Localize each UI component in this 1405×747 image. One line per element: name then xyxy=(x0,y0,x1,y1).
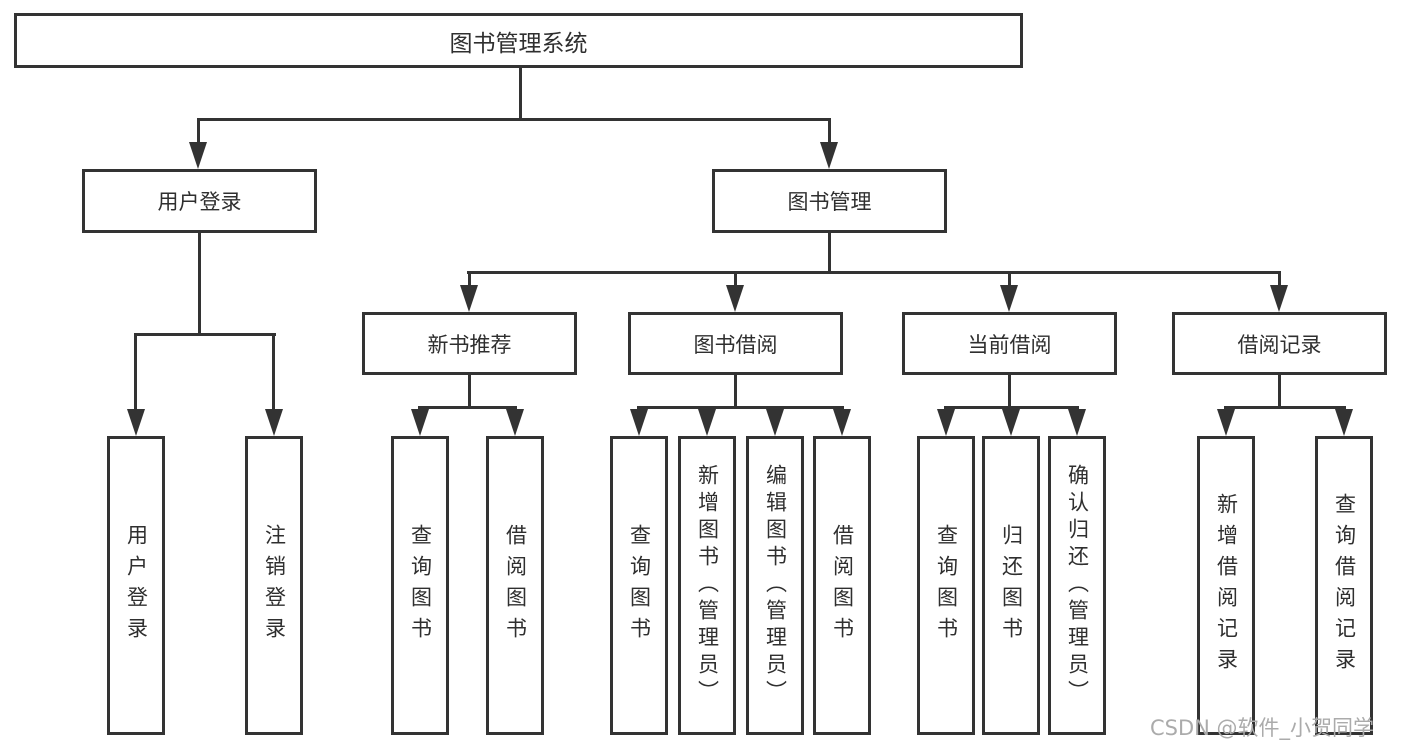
leaf-borrow-query-books-label: 查询图书 xyxy=(627,523,652,648)
leaf-recommend-query-books-label: 查询图书 xyxy=(408,523,433,648)
leaf-edit-books-admin: 编辑图书（管理员） xyxy=(746,436,804,735)
leaf-user-login: 用户登录 xyxy=(107,436,165,735)
connector-line xyxy=(468,271,471,287)
leaf-current-query-books: 查询图书 xyxy=(917,436,975,735)
connector-line xyxy=(828,118,831,146)
connector-line xyxy=(637,406,844,409)
arrow-down-icon xyxy=(726,285,744,312)
leaf-recommend-query-books: 查询图书 xyxy=(391,436,449,735)
leaf-logout-label: 注销登录 xyxy=(262,523,287,648)
leaf-return-books: 归还图书 xyxy=(982,436,1040,735)
node-new-book-recommend-label: 新书推荐 xyxy=(427,332,512,357)
arrow-down-icon xyxy=(460,285,478,312)
node-book-management-label: 图书管理 xyxy=(787,190,872,214)
leaf-borrow-query-books: 查询图书 xyxy=(610,436,668,735)
connector-line xyxy=(197,118,831,121)
leaf-recommend-borrow-books: 借阅图书 xyxy=(486,436,544,735)
connector-line xyxy=(272,333,275,411)
node-book-management: 图书管理 xyxy=(712,169,947,233)
arrow-down-icon xyxy=(265,409,283,436)
connector-line xyxy=(197,118,200,146)
node-book-borrow: 图书借阅 xyxy=(628,312,843,375)
leaf-edit-books-admin-label: 编辑图书（管理员） xyxy=(763,464,788,707)
leaf-confirm-return-admin: 确认归还（管理员） xyxy=(1048,436,1106,735)
leaf-add-books-admin: 新增图书（管理员） xyxy=(678,436,736,735)
arrow-down-icon xyxy=(766,409,784,436)
arrow-down-icon xyxy=(1217,409,1235,436)
node-root-label: 图书管理系统 xyxy=(449,30,588,57)
connector-line xyxy=(134,333,276,336)
connector-line xyxy=(467,271,1281,274)
node-user-login: 用户登录 xyxy=(82,169,317,233)
connector-line xyxy=(134,333,137,411)
arrow-down-icon xyxy=(698,409,716,436)
leaf-borrow-books: 借阅图书 xyxy=(813,436,871,735)
connector-line xyxy=(734,375,737,408)
arrow-down-icon xyxy=(411,409,429,436)
node-current-borrow: 当前借阅 xyxy=(902,312,1117,375)
leaf-return-books-label: 归还图书 xyxy=(999,523,1024,648)
node-borrow-records: 借阅记录 xyxy=(1172,312,1387,375)
leaf-add-borrow-record: 新增借阅记录 xyxy=(1197,436,1255,735)
arrow-down-icon xyxy=(1000,285,1018,312)
arrow-down-icon xyxy=(937,409,955,436)
leaf-add-books-admin-label: 新增图书（管理员） xyxy=(695,464,720,707)
connector-line xyxy=(418,406,517,409)
connector-line xyxy=(828,233,831,274)
arrow-down-icon xyxy=(1068,409,1086,436)
connector-line xyxy=(1008,375,1011,408)
connector-line xyxy=(734,271,737,287)
arrow-down-icon xyxy=(506,409,524,436)
arrow-down-icon xyxy=(1335,409,1353,436)
arrow-down-icon xyxy=(820,142,838,169)
leaf-user-login-label: 用户登录 xyxy=(124,523,149,648)
arrow-down-icon xyxy=(833,409,851,436)
arrow-down-icon xyxy=(189,142,207,169)
connector-line xyxy=(944,406,1079,409)
csdn-watermark: CSDN @软件_小贺同学 xyxy=(1150,716,1375,740)
arrow-down-icon xyxy=(1002,409,1020,436)
node-borrow-records-label: 借阅记录 xyxy=(1237,332,1322,357)
leaf-borrow-books-label: 借阅图书 xyxy=(830,523,855,648)
leaf-recommend-borrow-books-label: 借阅图书 xyxy=(503,523,528,648)
leaf-query-borrow-record: 查询借阅记录 xyxy=(1315,436,1373,735)
node-root: 图书管理系统 xyxy=(14,13,1023,68)
leaf-add-borrow-record-label: 新增借阅记录 xyxy=(1214,492,1239,679)
arrow-down-icon xyxy=(1270,285,1288,312)
connector-line xyxy=(198,233,201,335)
node-current-borrow-label: 当前借阅 xyxy=(967,332,1052,357)
leaf-query-borrow-record-label: 查询借阅记录 xyxy=(1332,492,1357,679)
node-book-borrow-label: 图书借阅 xyxy=(693,332,778,357)
connector-line xyxy=(1224,406,1346,409)
connector-line xyxy=(1278,271,1281,287)
arrow-down-icon xyxy=(630,409,648,436)
leaf-current-query-books-label: 查询图书 xyxy=(934,523,959,648)
node-new-book-recommend: 新书推荐 xyxy=(362,312,577,375)
connector-line xyxy=(1278,375,1281,408)
node-user-login-label: 用户登录 xyxy=(157,190,242,214)
leaf-logout: 注销登录 xyxy=(245,436,303,735)
connector-line xyxy=(519,68,522,120)
arrow-down-icon xyxy=(127,409,145,436)
leaf-confirm-return-admin-label: 确认归还（管理员） xyxy=(1065,464,1090,707)
connector-line xyxy=(1008,271,1011,287)
connector-line xyxy=(468,375,471,408)
